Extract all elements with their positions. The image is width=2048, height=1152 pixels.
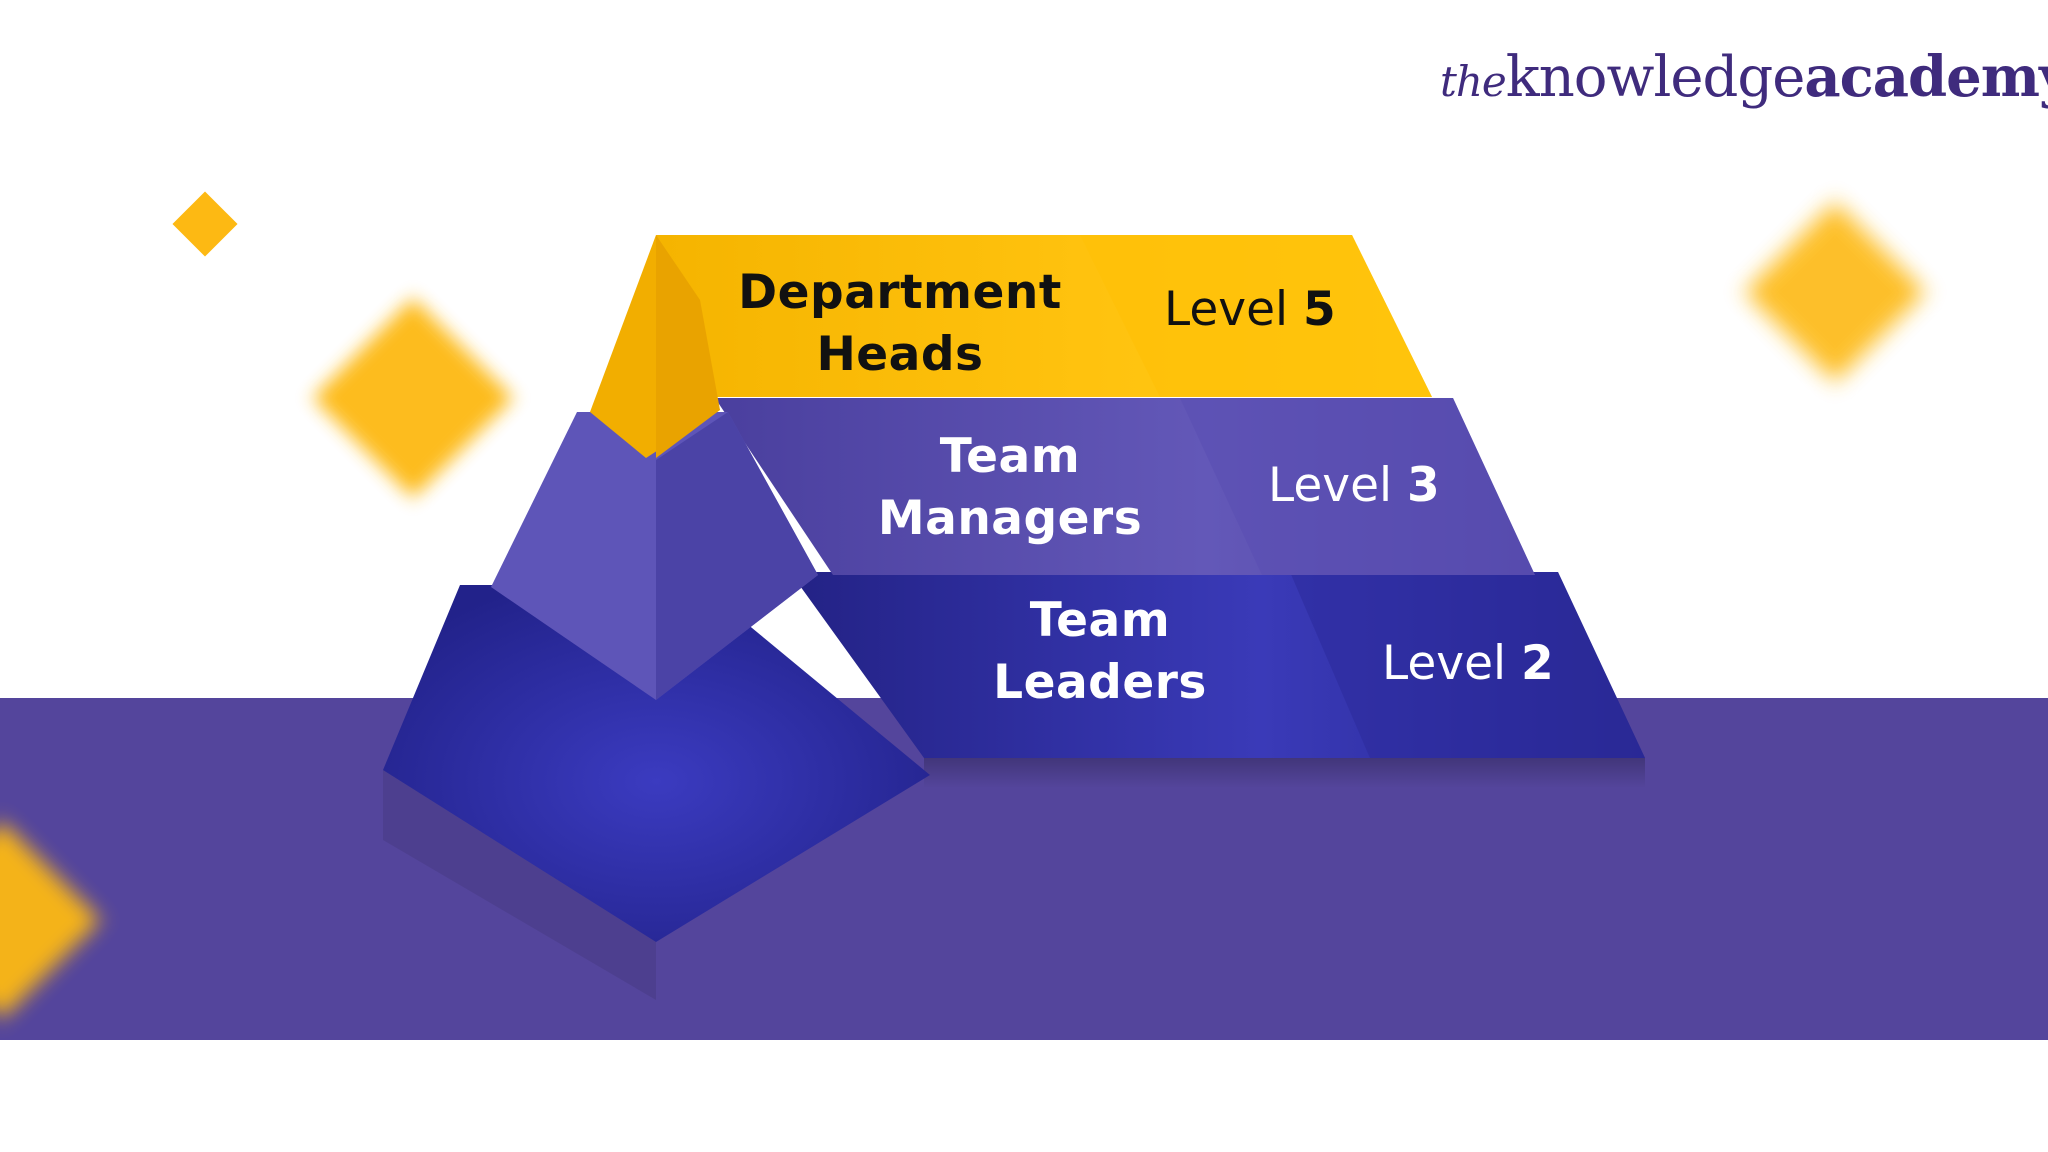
pyramid-base-reflection [383, 770, 656, 1000]
tier-name-line: Team [939, 429, 1081, 484]
tier-band-level-2-face [1290, 572, 1645, 758]
tier-name-line: Team [1029, 593, 1171, 648]
logo-the-text: the [1440, 57, 1507, 106]
tier-band-level-2-shadow [924, 758, 1645, 788]
pyramid-middle-block-right-face [656, 412, 818, 700]
tier-name-team-managers: Team Managers [840, 426, 1180, 550]
logo-academy-text: academy [1804, 44, 2048, 110]
pyramid-base-block [383, 585, 930, 942]
tier-band-level-5-face [1080, 235, 1432, 397]
tier-name-line: Heads [816, 327, 984, 382]
level-word: Level [1382, 636, 1507, 691]
level-word: Level [1164, 282, 1289, 337]
tier-name-line: Department [738, 265, 1062, 320]
level-word: Level [1268, 458, 1393, 513]
tier-band-level-3-face [1180, 398, 1535, 575]
tier-level-label-2: Level 2 [1382, 636, 1554, 692]
level-number: 2 [1521, 636, 1554, 691]
level-number: 5 [1303, 282, 1336, 337]
level-number: 3 [1407, 458, 1440, 513]
knowledge-academy-logo: theknowledgeacademy [1440, 44, 2048, 124]
pyramid-top-block-right-face [656, 235, 720, 458]
tier-level-label-3: Level 3 [1268, 458, 1440, 514]
tier-name-line: Managers [877, 491, 1143, 546]
tier-level-label-5: Level 5 [1164, 282, 1336, 338]
tier-name-line: Leaders [993, 655, 1207, 710]
tier-name-team-leaders: Team Leaders [930, 590, 1270, 714]
tier-name-department-heads: Department Heads [720, 262, 1080, 386]
logo-knowledge-text: knowledge [1505, 45, 1806, 110]
